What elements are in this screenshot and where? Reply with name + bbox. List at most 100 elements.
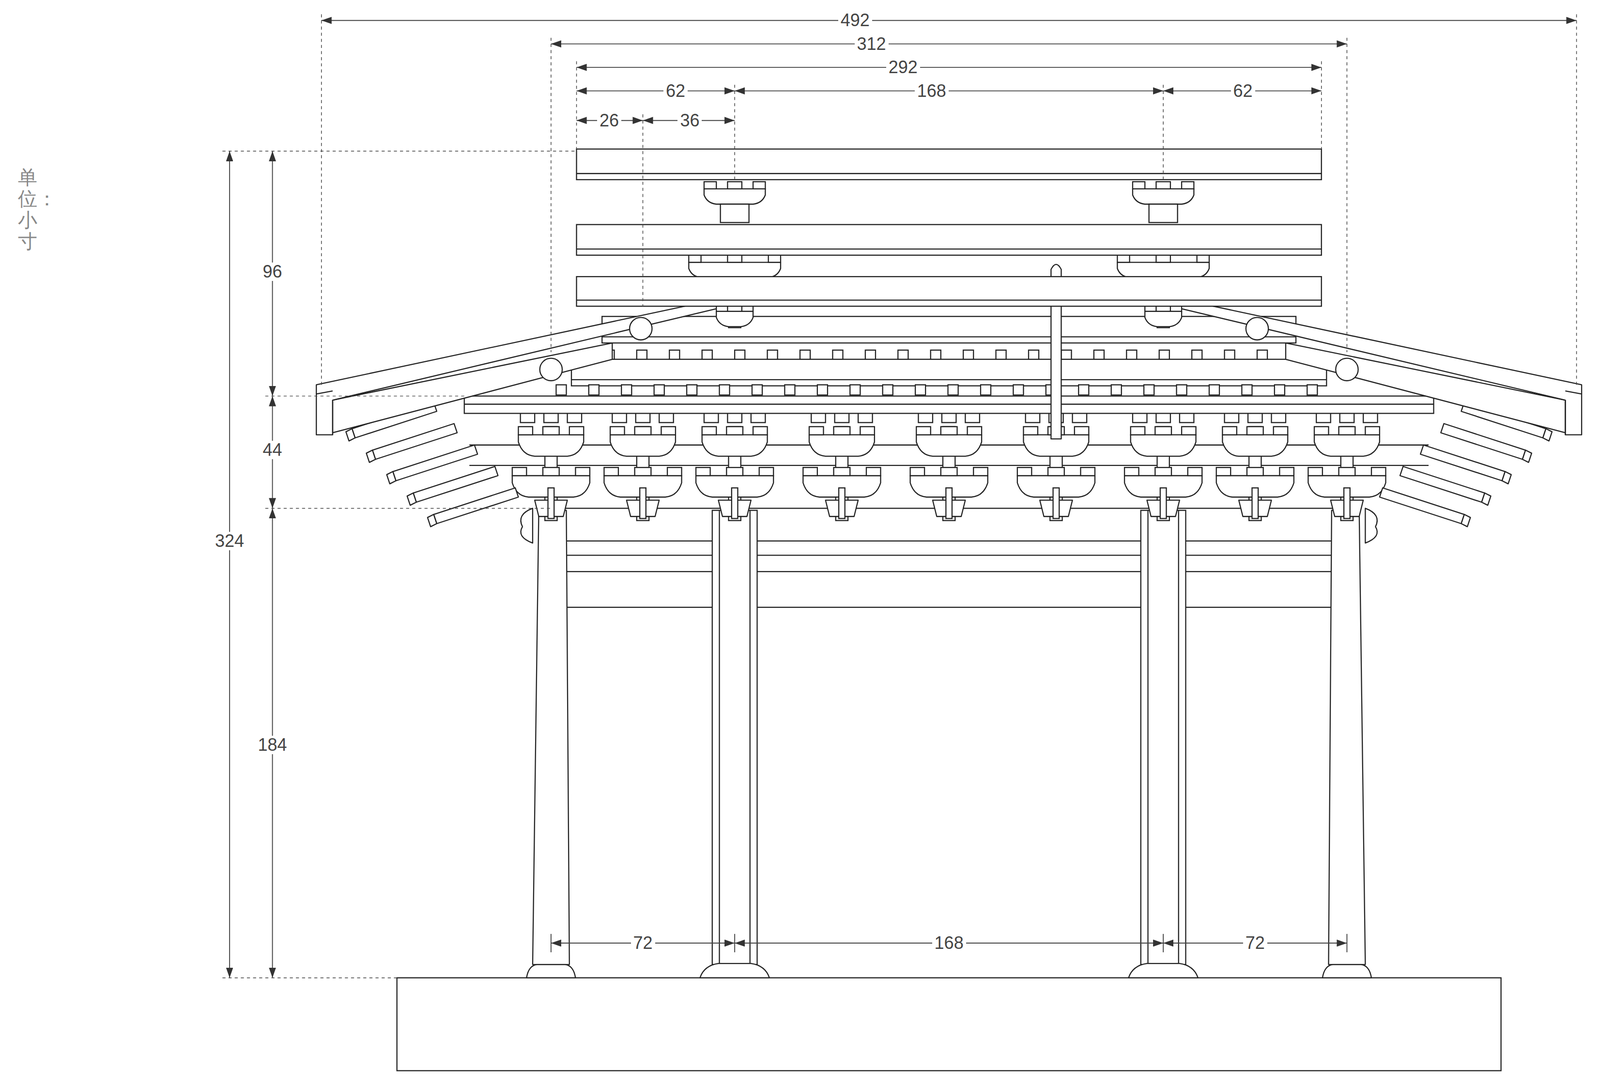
small-block [1307,384,1318,395]
extension-line [265,395,465,397]
bracket-block [1181,181,1194,189]
small-block [930,350,941,360]
bracket-block [1181,426,1197,435]
dimension-line [576,90,736,92]
bracket-block [512,467,527,476]
extension-line [734,84,735,182]
extension-line [1346,37,1348,353]
column-line [718,510,720,965]
dimension-line [229,151,231,978]
bracket-block [940,426,958,435]
purlin [629,317,652,340]
small-block [1093,350,1105,360]
ridge-beam [576,149,1322,180]
small-block [1241,384,1252,395]
small-block [948,384,959,395]
bracket-tenon [1343,487,1351,519]
purlin [1335,358,1358,381]
beam-line [576,172,1322,174]
extension-line [1162,84,1164,182]
purlin [539,358,563,381]
dimension-label: 168 [932,933,967,953]
dimension-label: 72 [630,933,655,953]
corner-ornament [520,507,533,543]
eave-purlin-line [464,403,1434,405]
bracket-block [702,426,717,435]
eave-rafter [1379,487,1465,524]
bracket-block [695,467,711,476]
small-block [1209,384,1220,395]
lintel [752,571,1149,608]
small-block [1078,384,1089,395]
small-block [1191,350,1202,360]
bracket-arm [1222,434,1288,457]
dimension-label: 62 [1230,81,1255,101]
upper-beams [576,149,1322,328]
bracket-block [1124,467,1139,476]
bracket-arm [809,434,875,457]
bracket-block [1222,426,1237,435]
lintel [566,571,720,608]
rafter-end [386,471,397,484]
purlin [1246,317,1269,340]
eave-purlin [464,396,1434,414]
bracket-arm [1144,311,1182,327]
back-members [469,445,1429,608]
small-block [1176,384,1187,395]
bracket-block [688,255,701,263]
small-block [817,384,828,395]
extension-line [550,37,552,353]
bracket-block [727,255,742,263]
eave-rafter [433,487,519,524]
bracket-block [610,426,625,435]
small-block [719,384,730,395]
eave-rafter [372,423,458,460]
bracket-block [726,467,743,476]
rafter-end [427,514,437,527]
beam-line [576,248,1322,250]
bracket-block [667,467,682,476]
bracket-block [1273,426,1289,435]
bracket-block [1197,255,1210,263]
bracket-block [1371,467,1386,476]
bracket-arm [1130,434,1197,457]
bracket-block [1307,467,1323,476]
dimension-tick [1162,933,1164,953]
bracket-block [1279,467,1294,476]
corner-column [1328,510,1366,965]
corner-ornament [1365,507,1378,543]
small-block [686,384,697,395]
dimension-label: 62 [663,81,688,101]
bracket-block [542,426,560,435]
bracket-arm [1117,262,1210,278]
column-base [700,963,770,978]
bracket-block [542,467,560,476]
eave-rafter [413,466,498,503]
small-block [800,350,811,360]
bracket-block [860,426,875,435]
bracket-block [1074,426,1090,435]
cap-block [720,203,750,223]
bracket-arm [1132,188,1194,205]
bracket-arm [518,434,584,457]
roof-board [571,359,1327,386]
small-block [1061,350,1072,360]
right-eave [1162,295,1582,435]
cap-block [1149,203,1178,223]
eave-rafter [1400,466,1485,503]
small-block [1257,350,1268,360]
bracket-block [809,426,824,435]
fascia-edge [332,400,334,435]
small-block [1126,350,1137,360]
rafter-end [1542,428,1553,441]
bracket-tenon [945,487,953,519]
column-base [1128,963,1199,978]
dimension-tick [1346,933,1348,953]
lintel-line [566,554,1332,556]
small-block [1013,384,1024,395]
extension-line [222,150,577,152]
small-block [832,350,843,360]
column-line [749,510,751,965]
bracket-block [1117,255,1130,263]
bracket-block [1047,467,1065,476]
